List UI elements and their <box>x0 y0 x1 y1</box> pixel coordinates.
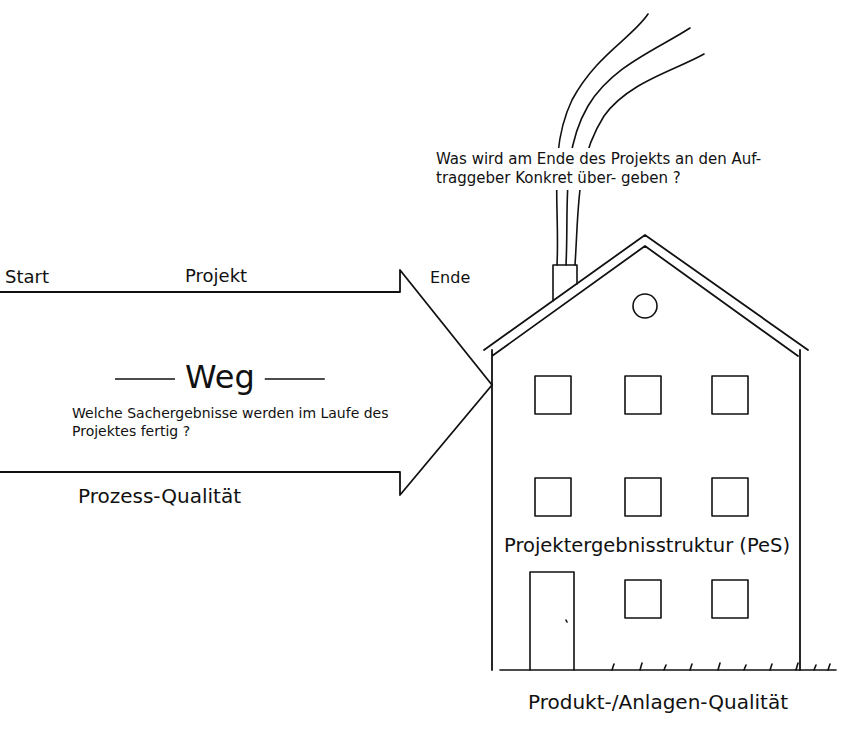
door-knob <box>566 620 567 622</box>
ground-line <box>500 669 836 671</box>
house-label: Projektergebnisstruktur (PeS) <box>504 534 790 558</box>
grass <box>612 663 830 670</box>
smoke-line <box>557 14 648 265</box>
round-window <box>633 294 657 318</box>
house-outline: Projektergebnisstruktur (PeS) <box>480 228 820 673</box>
door <box>530 572 574 670</box>
heading-dash <box>265 378 325 380</box>
house-outline-shape <box>480 228 820 673</box>
product-quality: Produkt-/Anlagen-Qualität <box>528 690 788 715</box>
path-heading: Weg <box>185 357 255 397</box>
window <box>535 478 571 516</box>
process-quality: Prozess-Qualität <box>78 484 241 509</box>
window <box>712 580 748 618</box>
project-arrow-line <box>0 270 492 495</box>
smoke-question: Was wird am Ende des Projekts an den Auf… <box>432 148 780 190</box>
chimney <box>553 265 577 301</box>
window <box>625 580 661 618</box>
end-label: Ende <box>430 268 470 288</box>
window <box>535 376 571 414</box>
start-label: Start <box>5 266 49 289</box>
smoke-line <box>566 28 690 265</box>
house-outline-line <box>484 235 808 670</box>
project-label: Projekt <box>185 265 247 288</box>
window <box>625 376 661 414</box>
path-question: Welche Sachergebnisse werden im Laufe de… <box>72 405 392 440</box>
window <box>625 478 661 516</box>
window <box>712 478 748 516</box>
project-arrow: WegWelche Sachergebnisse werden im Laufe… <box>0 265 500 500</box>
heading-dash <box>115 378 175 380</box>
window <box>712 376 748 414</box>
